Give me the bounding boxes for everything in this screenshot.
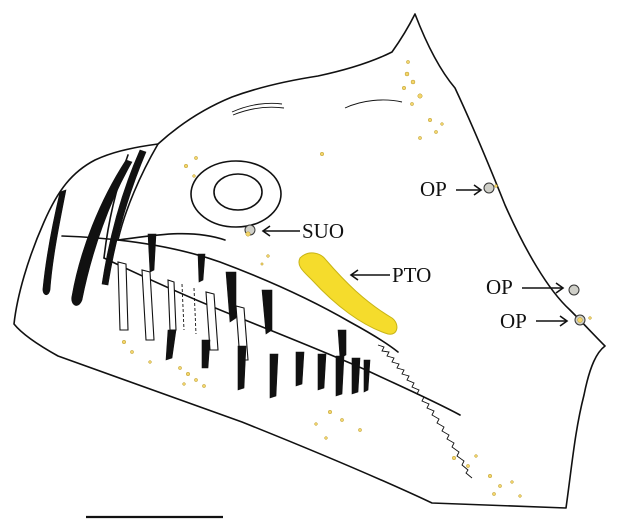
outline-tooth-1 [118,262,128,330]
black-tooth-2 [198,254,205,282]
op-pore-2 [569,285,579,295]
label-op-3: OP [500,309,527,333]
lower-tooth-7 [336,356,344,396]
orbit-inner [214,174,262,210]
label-op-2: OP [486,275,513,299]
lower-tooth-5 [296,352,304,386]
front-fang-2 [43,190,66,295]
lower-tooth-3 [238,346,246,390]
black-tooth-5 [338,330,346,358]
lower-tooth-4 [270,354,278,398]
skull-contour-2 [345,100,402,108]
outline-tooth-7 [194,288,196,334]
pto-highlight [299,253,397,334]
op-pore-1 [484,183,494,193]
label-pto: PTO [392,263,431,287]
op-pore-3-spot [578,318,583,323]
outline-tooth-3 [168,280,176,330]
black-tooth-1 [148,234,156,272]
suo-pore-spot [246,232,250,236]
orbit-outer [191,161,281,227]
lower-tooth-2 [202,340,210,368]
lower-tooth-8 [352,358,360,394]
black-tooth-3 [226,272,236,322]
lower-tooth-6 [318,354,326,390]
lower-tooth-9 [364,360,370,392]
outline-tooth-6 [182,284,184,330]
brow-ridge [118,234,225,240]
label-op-1: OP [420,177,447,201]
lower-tooth-1 [166,330,176,360]
label-suo: SUO [302,219,344,243]
serrated-jaw-edge [378,345,472,478]
